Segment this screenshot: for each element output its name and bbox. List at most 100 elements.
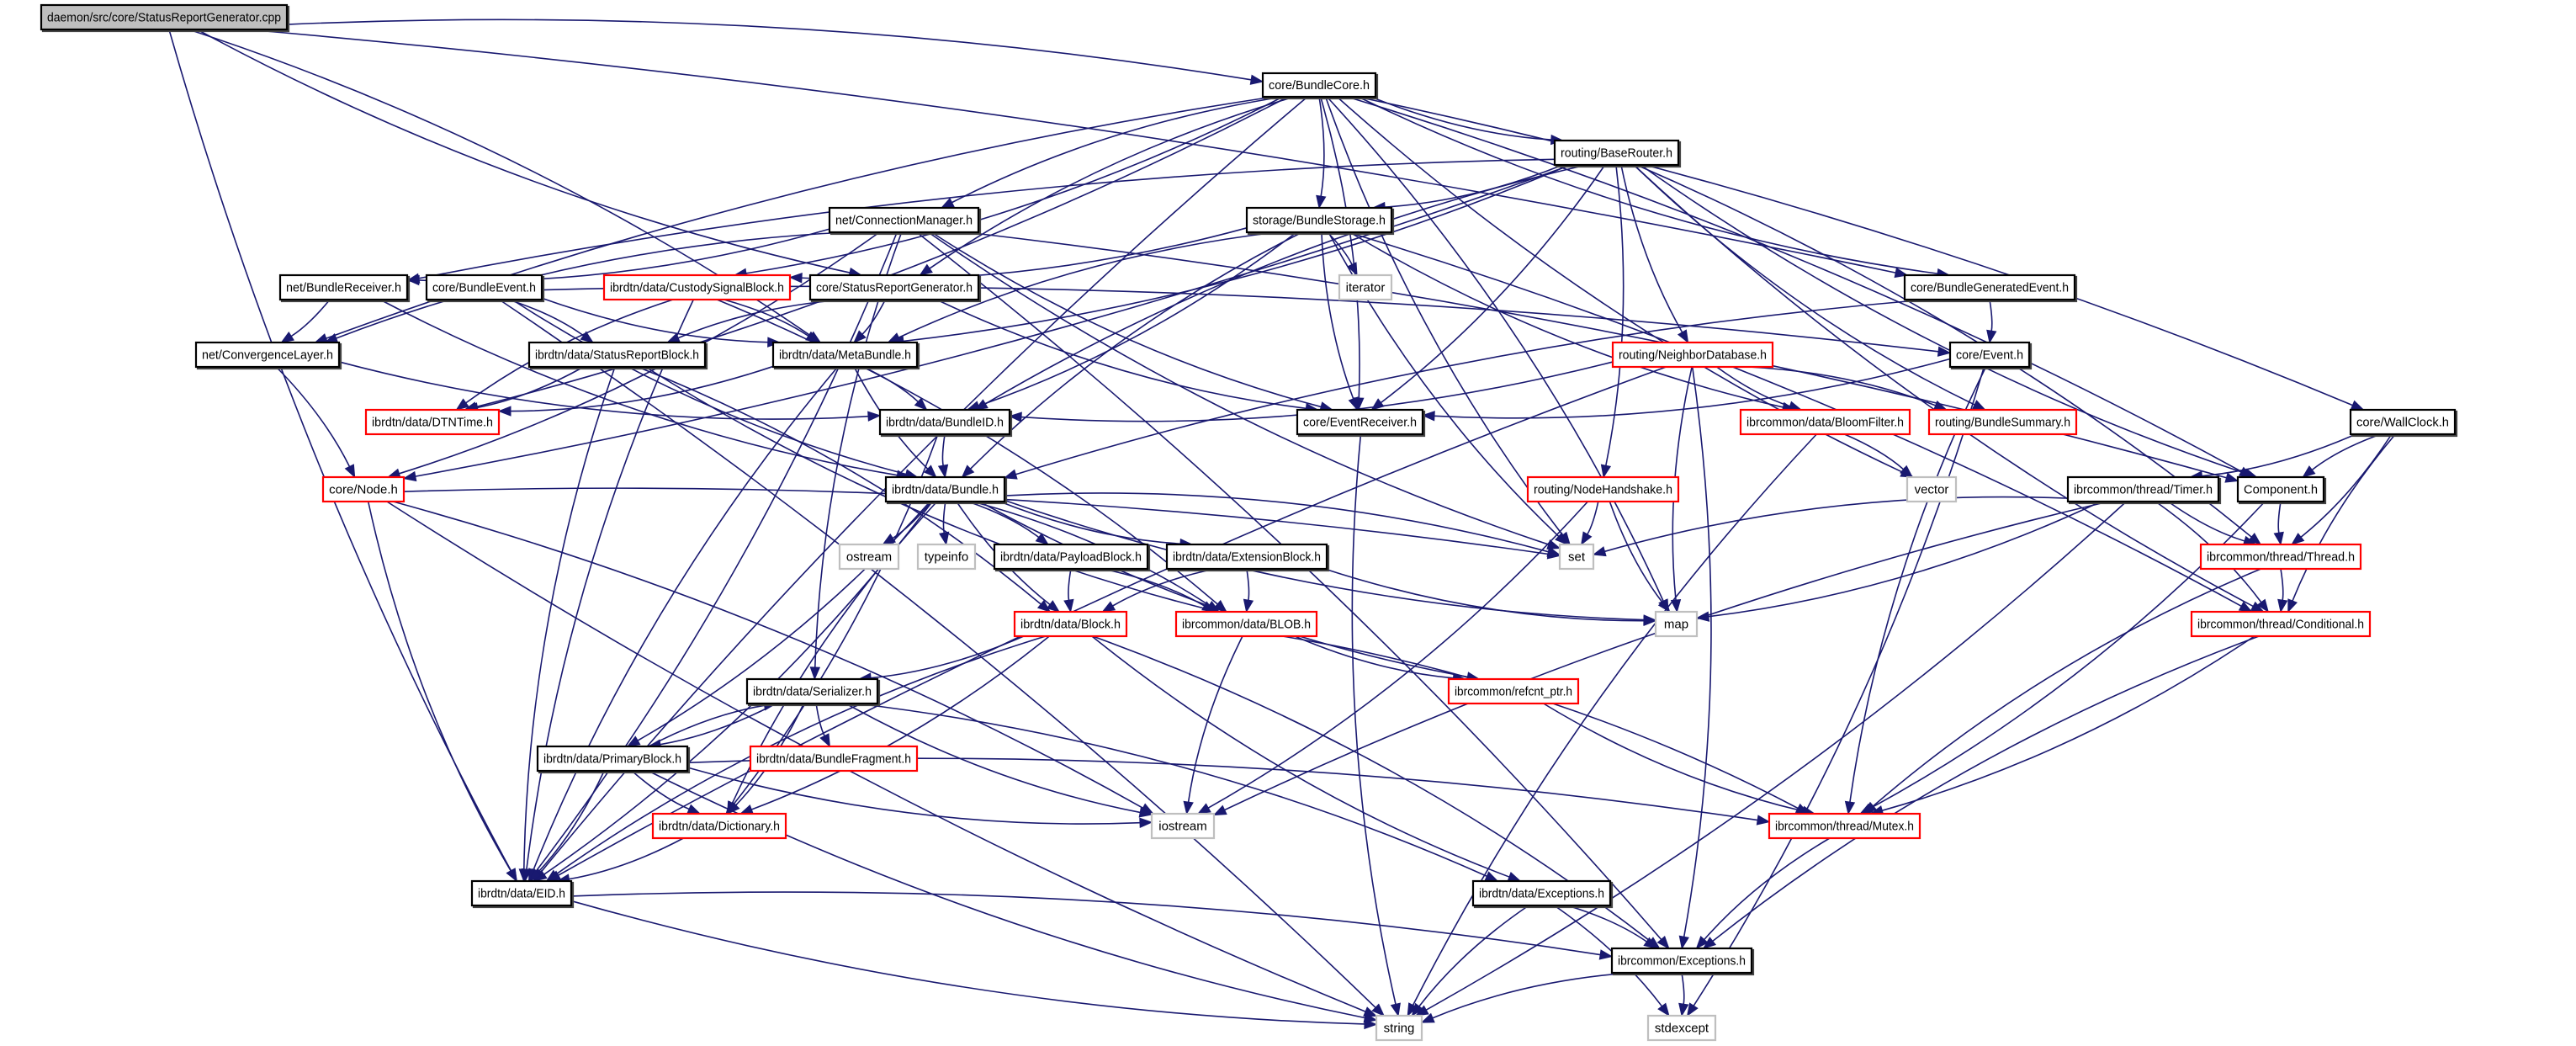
node-box [808,273,980,301]
edge-line [936,299,1307,410]
edge-line [418,158,1556,279]
node-bundlereceiver[interactable]: net/BundleReceiver.h [278,273,411,303]
edge-line [336,231,846,339]
edge-line [1324,568,1645,622]
edge-baserouter-to-metabundle [890,164,1571,347]
node-timer[interactable]: ibrcommon/thread/Timer.h [2066,475,2222,505]
node-refcnt[interactable]: ibrcommon/refcnt_ptr.h [1447,677,1580,705]
arrowhead-icon [1546,546,1561,557]
edge-line [745,96,1284,274]
node-box [1611,341,1774,369]
node-connmgr[interactable]: net/ConnectionManager.h [828,206,982,236]
edge-line [1683,366,1712,937]
edge-metabundle-to-bundleid [862,366,928,411]
node-bundlestorage[interactable]: storage/BundleStorage.h [1245,206,1395,236]
node-bundleid[interactable]: ibrdtn/data/BundleID.h [878,408,1013,438]
arrowhead-icon [1390,1002,1401,1017]
node-commonexceptions[interactable]: ibrcommon/Exceptions.h [1610,947,1755,976]
node-event[interactable]: core/Event.h [1948,341,2033,370]
node-wallclock[interactable]: core/WallClock.h [2349,408,2458,438]
edge-line [386,501,1366,1012]
edge-line [338,361,869,420]
node-conditional[interactable]: ibrcommon/thread/Conditional.h [2190,610,2372,638]
node-eventreceiver[interactable]: core/EventReceiver.h [1296,408,1426,438]
arrowhead-icon [1371,1003,1386,1017]
edge-thread-to-mutex [1863,568,2261,815]
arrowhead-icon [2277,598,2288,613]
node-blob[interactable]: ibrcommon/data/BLOB.h [1174,610,1318,638]
edge-primaryblock-to-iostream [686,767,1153,828]
edge-line [1989,299,1993,332]
edge-bloomfilter-to-vector [1844,433,1914,478]
node-bundlefragment[interactable]: ibrdtn/data/BundleFragment.h [749,745,919,773]
node-box [1553,139,1680,167]
node-box [278,273,409,301]
arrowhead-icon [1546,539,1561,550]
node-bloomfilter[interactable]: ibrcommon/data/BloomFilter.h [1739,408,1911,436]
node-srgen_h[interactable]: core/StatusReportGenerator.h [808,273,982,303]
edge-line [1004,499,1645,621]
edge-line [1604,496,2069,553]
arrowhead-icon [1183,800,1194,815]
node-label: typeinfo [925,550,969,565]
edge-line [1708,501,2102,618]
arrowhead-icon [1411,1002,1424,1017]
arrowhead-icon [1643,615,1657,626]
edge-extensionblock-to-map [1324,568,1657,626]
node-bundlecore[interactable]: core/BundleCore.h [1261,72,1379,100]
node-box [1739,408,1911,436]
node-label: ibrdtn/data/DTNTime.h [372,416,493,430]
edge-line [1633,164,2254,608]
edge-line [967,501,1040,539]
node-box [1245,206,1393,234]
node-dtntime[interactable]: ibrdtn/data/DTNTime.h [364,408,501,436]
node-label: ibrdtn/data/EID.h [478,887,565,901]
node-baserouter[interactable]: routing/BaseRouter.h [1553,139,1682,168]
node-dictionary[interactable]: ibrdtn/data/Dictionary.h [651,812,787,840]
node-node[interactable]: core/Node.h [321,475,405,503]
edge-bundleid-to-bundle [937,433,949,479]
edge-baserouter-to-conditional [1633,164,2265,613]
node-label: ibrdtn/data/Exceptions.h [1479,887,1604,901]
node-bundleevent[interactable]: core/BundleEvent.h [425,273,545,303]
node-box [1471,879,1612,907]
arrowhead-icon [280,331,294,343]
node-neighbordb[interactable]: routing/NeighborDatabase.h [1611,341,1774,369]
node-component[interactable]: Component.h [2236,475,2327,505]
node-eid[interactable]: ibrdtn/data/EID.h [470,879,575,909]
node-srblock[interactable]: ibrdtn/data/StatusReportBlock.h [527,341,708,370]
node-label: ibrdtn/data/StatusReportBlock.h [535,348,699,363]
node-nodehandshake[interactable]: routing/NodeHandshake.h [1526,475,1680,503]
node-label: ibrdtn/data/Dictionary.h [659,820,780,834]
arrowhead-icon [506,868,518,883]
edge-nodehandshake-to-map [1609,501,1671,613]
node-thread[interactable]: ibrcommon/thread/Thread.h [2199,543,2362,571]
node-convlayer[interactable]: net/ConvergenceLayer.h [194,341,342,370]
edge-line [2300,433,2393,538]
arrowhead-icon [937,464,949,479]
arrowhead-icon [2302,465,2316,478]
node-box [749,745,919,773]
node-bundlegenevent[interactable]: core/BundleGeneratedEvent.h [1903,273,2078,303]
edge-bundlegenevent-to-bundle [1003,299,1927,480]
node-extensionblock[interactable]: ibrdtn/data/ExtensionBlock.h [1165,543,1330,572]
node-bundle[interactable]: ibrdtn/data/Bundle.h [884,475,1008,505]
edge-dataexceptions-to-string [1411,905,1529,1017]
node-custodysignal[interactable]: ibrdtn/data/CustodySignalBlock.h [602,273,792,301]
edge-line [648,704,765,747]
node-bundlesummary[interactable]: routing/BundleSummary.h [1927,408,2078,436]
edge-line [275,366,351,467]
node-mutex[interactable]: ibrcommon/thread/Mutex.h [1768,812,1921,840]
node-block[interactable]: ibrdtn/data/Block.h [1013,610,1128,638]
edge-neighbordb-to-bundlesummary [1748,366,1948,411]
node-payloadblock[interactable]: ibrdtn/data/PayloadBlock.h [993,543,1151,572]
node-primaryblock[interactable]: ibrdtn/data/PrimaryBlock.h [536,745,691,774]
node-dataexceptions[interactable]: ibrdtn/data/Exceptions.h [1471,879,1614,909]
node-metabundle[interactable]: ibrdtn/data/MetaBundle.h [771,341,920,370]
arrowhead-icon [580,331,594,343]
node-box [2349,408,2457,436]
arrowhead-icon [402,470,417,482]
node-serializer[interactable]: ibrdtn/data/Serializer.h [745,677,881,707]
edge-line [1246,568,1250,601]
node-label: ibrdtn/data/Block.h [1020,618,1121,632]
